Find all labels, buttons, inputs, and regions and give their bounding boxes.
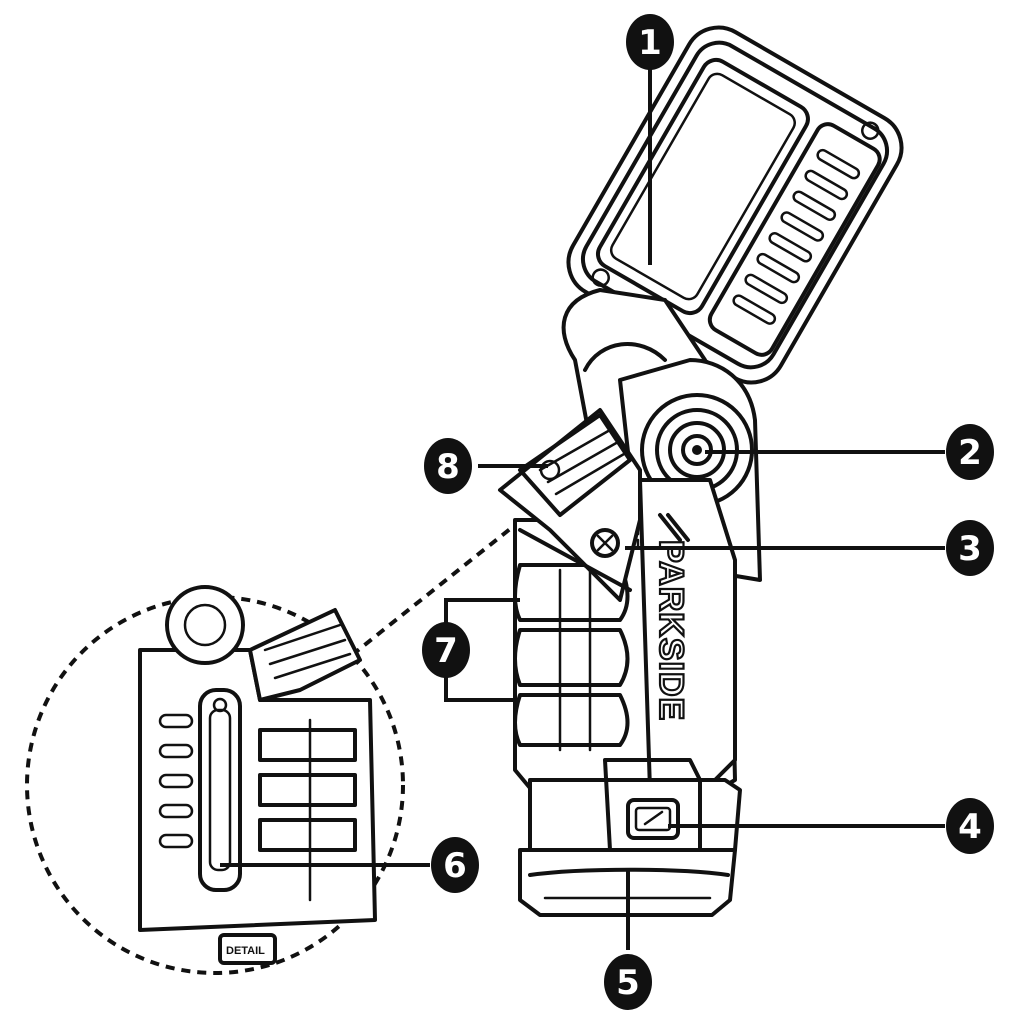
storage-hook	[198, 688, 242, 892]
detail-badge	[218, 933, 277, 965]
svg-text:6: 6	[443, 846, 467, 886]
svg-text:7: 7	[434, 631, 458, 671]
led-cooling-ribs	[732, 148, 861, 325]
svg-text:DETAIL: DETAIL	[226, 945, 265, 957]
callout-5: 5	[604, 954, 652, 1010]
detail-ribs-right	[258, 718, 357, 902]
handle-body: PARKSIDE	[513, 478, 737, 802]
callout-3: 3	[946, 520, 994, 576]
brand-label: PARKSIDE	[651, 539, 691, 722]
belt-clip	[498, 408, 642, 602]
power-button-housing	[528, 758, 742, 852]
detail-hub	[165, 585, 245, 665]
svg-text:4: 4	[958, 807, 982, 847]
callout-7: 7	[422, 622, 470, 678]
callout-6: 6	[431, 837, 479, 893]
svg-text:PARKSIDE: PARKSIDE	[652, 540, 690, 721]
svg-text:5: 5	[616, 963, 640, 1003]
callout-4: 4	[946, 798, 994, 854]
callout-2: 2	[946, 424, 994, 480]
svg-text:8: 8	[436, 447, 460, 487]
detail-internals: DETAIL	[138, 585, 377, 965]
detail-view: DETAIL	[25, 523, 517, 975]
svg-text:1: 1	[638, 23, 662, 63]
callout-1: 1	[626, 14, 674, 70]
callout-8: 8	[424, 438, 472, 494]
detail-ribs-left	[158, 713, 194, 849]
svg-text:3: 3	[958, 529, 982, 569]
callout-leaders	[220, 68, 945, 950]
svg-text:2: 2	[958, 433, 982, 473]
detail-connector	[350, 523, 517, 657]
